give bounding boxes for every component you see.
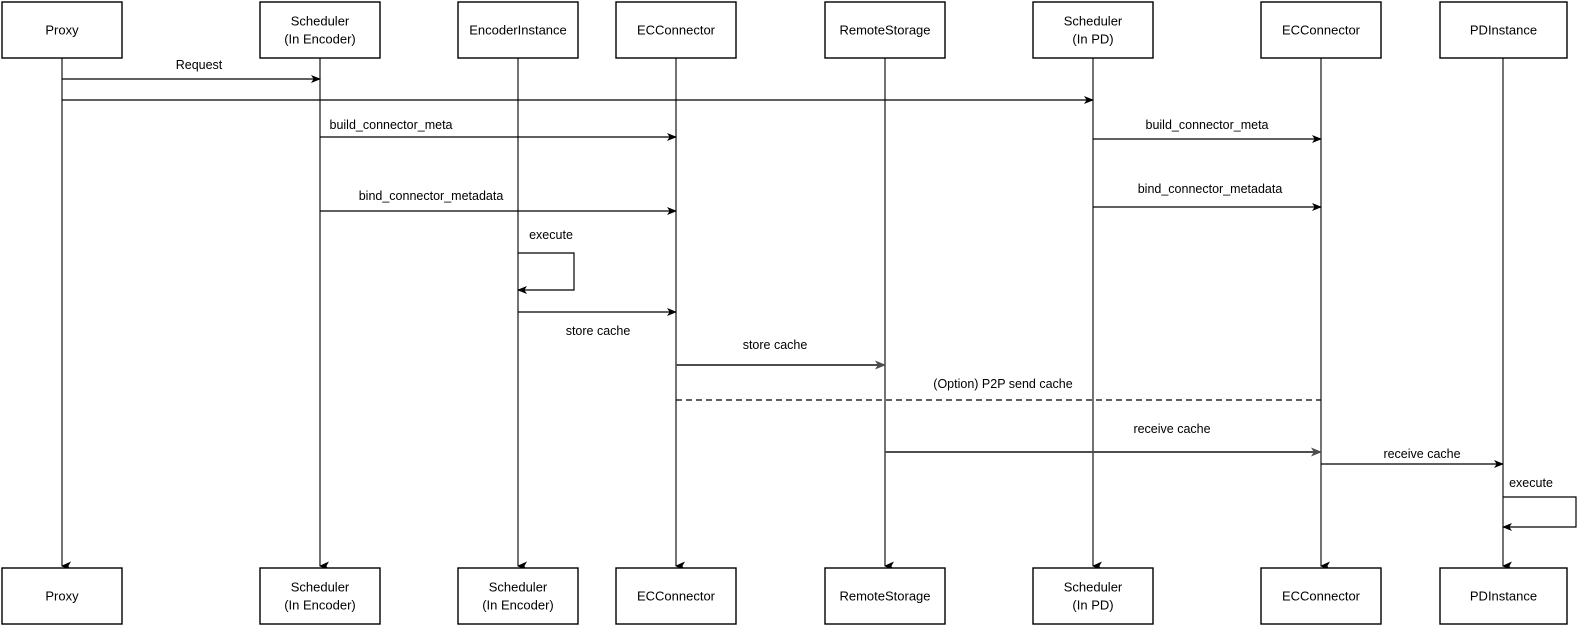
message-label: store cache — [743, 338, 808, 352]
participant-label-line2: (In PD) — [1072, 31, 1113, 46]
participant-box-frame — [824, 1, 946, 59]
participant-box-frame — [615, 1, 737, 59]
participant-top-remote_store[interactable]: RemoteStorage — [824, 1, 946, 59]
participant-label-line1: RemoteStorage — [839, 22, 930, 37]
participant-label-line1: Scheduler — [1064, 13, 1123, 28]
participant-bottom-sched_pd[interactable]: Scheduler (In PD) — [1032, 567, 1154, 625]
participant-label-line1: PDInstance — [1470, 588, 1537, 603]
participant-label-line1: Proxy — [45, 588, 79, 603]
participant-label-line2: (In Encoder) — [482, 597, 554, 612]
participant-bottom-ec_conn_2[interactable]: ECConnector — [1260, 567, 1382, 625]
self-message-path — [1502, 496, 1577, 531]
participant-box-frame — [457, 1, 579, 59]
self-messages-layer: execute execute — [517, 228, 1577, 531]
message-m10[interactable]: receive cache — [885, 422, 1322, 457]
participant-label-line1: Scheduler — [1064, 579, 1123, 594]
self-message-label: execute — [1509, 476, 1553, 490]
participant-top-ec_conn_2[interactable]: ECConnector — [1260, 1, 1382, 59]
participant-bottom-sched_enc[interactable]: Scheduler (In Encoder) — [259, 567, 381, 625]
message-m7[interactable]: store cache — [518, 308, 677, 338]
participant-label-line2: (In Encoder) — [284, 597, 356, 612]
participant-label-line2: (In PD) — [1072, 597, 1113, 612]
self-message-s2[interactable]: execute — [1502, 476, 1577, 531]
participant-label-line1: ECConnector — [1282, 22, 1361, 37]
messages-layer: Request build_connector_meta build_connect… — [62, 58, 1504, 468]
participant-label-line1: Scheduler — [489, 579, 548, 594]
participant-label-line1: RemoteStorage — [839, 588, 930, 603]
message-label: receive cache — [1383, 447, 1460, 461]
participant-label-line1: ECConnector — [637, 588, 716, 603]
participant-box-frame — [259, 1, 381, 59]
participant-box-frame — [824, 567, 946, 625]
participant-box-frame — [1439, 567, 1568, 625]
participant-box-frame — [457, 567, 579, 625]
participant-bottom-proxy[interactable]: Proxy — [1, 567, 123, 625]
participant-box-frame — [259, 567, 381, 625]
message-m6[interactable]: bind_connector_metadata — [1093, 182, 1322, 211]
participant-label-line1: PDInstance — [1470, 22, 1537, 37]
participant-top-sched_enc[interactable]: Scheduler (In Encoder) — [259, 1, 381, 59]
message-m4[interactable]: build_connector_meta — [1093, 118, 1322, 143]
participant-label-line1: ECConnector — [637, 22, 716, 37]
message-label: Request — [176, 58, 223, 72]
message-m11[interactable]: receive cache — [1321, 447, 1504, 468]
message-m8[interactable]: store cache — [676, 338, 886, 370]
participant-box-frame — [1032, 567, 1154, 625]
message-label: (Option) P2P send cache — [933, 377, 1072, 391]
participant-label-line1: Scheduler — [291, 13, 350, 28]
participant-top-sched_pd[interactable]: Scheduler (In PD) — [1032, 1, 1154, 59]
message-m1[interactable]: Request — [62, 58, 321, 83]
participant-box-frame — [615, 567, 737, 625]
participant-box-frame — [1032, 1, 1154, 59]
participant-box-frame — [1439, 1, 1568, 59]
self-message-label: execute — [529, 228, 573, 242]
message-label: bind_connector_metadata — [1138, 182, 1283, 196]
self-message-path — [517, 252, 575, 294]
message-m3[interactable]: build_connector_meta — [320, 118, 677, 141]
self-message-s1[interactable]: execute — [517, 228, 575, 294]
participant-box-frame — [1, 1, 123, 59]
message-label: build_connector_meta — [330, 118, 453, 132]
participant-top-ec_conn_1[interactable]: ECConnector — [615, 1, 737, 59]
participants-top-layer: Proxy Scheduler (In Encoder) EncoderInstanc… — [1, 1, 1568, 59]
participant-label-line1: ECConnector — [1282, 588, 1361, 603]
lifelines-layer — [61, 58, 1512, 571]
participant-label-line2: (In Encoder) — [284, 31, 356, 46]
participant-top-proxy[interactable]: Proxy — [1, 1, 123, 59]
message-label: store cache — [566, 324, 631, 338]
participant-box-frame — [1260, 1, 1382, 59]
participant-box-frame — [1, 567, 123, 625]
participant-bottom-enc_inst[interactable]: Scheduler (In Encoder) — [457, 567, 579, 625]
participant-label-line1: EncoderInstance — [469, 22, 567, 37]
participant-top-enc_inst[interactable]: EncoderInstance — [457, 1, 579, 59]
message-label: receive cache — [1133, 422, 1210, 436]
participant-top-pd_inst[interactable]: PDInstance — [1439, 1, 1568, 59]
participant-label-line1: Proxy — [45, 22, 79, 37]
message-label: bind_connector_metadata — [359, 189, 504, 203]
message-m5[interactable]: bind_connector_metadata — [320, 189, 677, 215]
participant-bottom-ec_conn_1[interactable]: ECConnector — [615, 567, 737, 625]
participant-bottom-pd_inst[interactable]: PDInstance — [1439, 567, 1568, 625]
message-m9[interactable]: (Option) P2P send cache — [676, 377, 1321, 401]
participant-label-line1: Scheduler — [291, 579, 350, 594]
message-label: build_connector_meta — [1146, 118, 1269, 132]
participant-box-frame — [1260, 567, 1382, 625]
participant-bottom-remote_store[interactable]: RemoteStorage — [824, 567, 946, 625]
participants-bottom-layer: Proxy Scheduler (In Encoder) Scheduler (In E… — [1, 567, 1568, 625]
